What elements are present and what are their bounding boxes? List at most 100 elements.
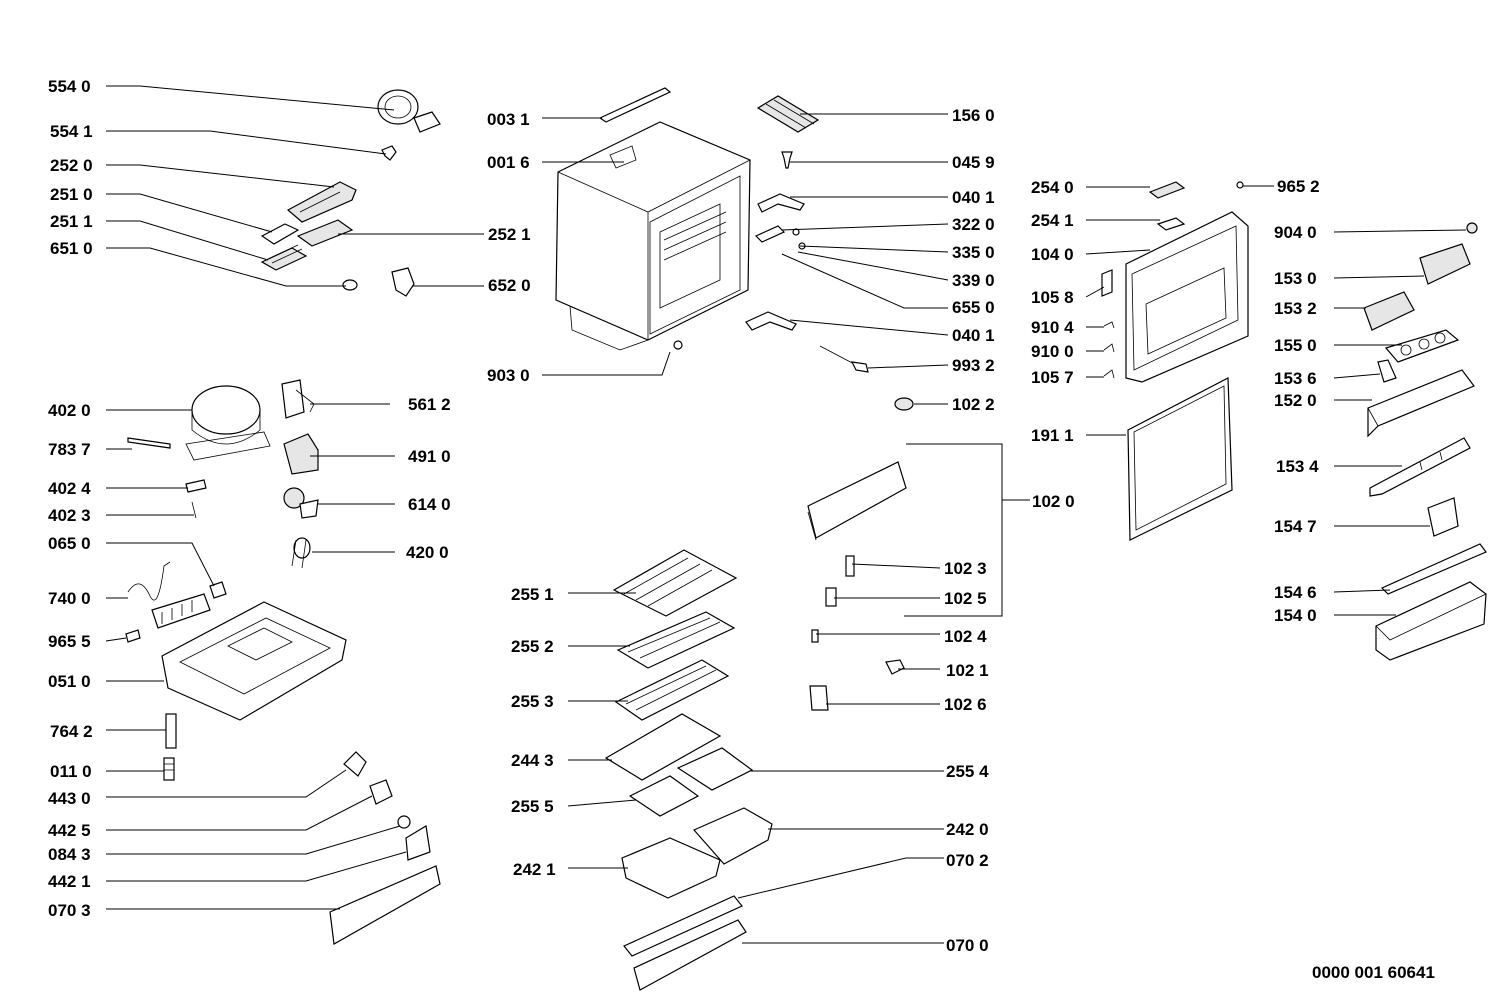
part-label: 764 2 [50,722,93,741]
part-label: 244 3 [511,751,554,770]
part-label: 655 0 [952,298,995,317]
part-label: 102 0 [1032,492,1075,511]
part-label: 339 0 [952,271,995,290]
clip-part-1021 [885,659,905,675]
leader-lines [105,85,1467,944]
bracket-part-1026 [809,685,829,711]
part-label: 561 2 [408,395,451,414]
part-label: 191 1 [1031,426,1074,445]
part-label: 252 1 [488,225,531,244]
part-label: 252 0 [50,156,93,175]
part-label: 102 4 [944,627,987,646]
part-label: 105 7 [1031,368,1074,387]
part-label: 442 1 [48,872,91,891]
screw-part-0459 [781,151,793,169]
foot-part-9030 [673,340,683,350]
part-label: 242 1 [513,860,556,879]
part-label: 251 0 [50,185,93,204]
part-label: 251 1 [50,212,93,231]
vegetable-drawer-part-2421 [621,837,721,899]
vegetable-drawer-part-2420 [693,807,773,865]
damper-part-7642 [165,713,177,749]
part-label: 255 5 [511,797,554,816]
part-label: 993 2 [952,356,995,375]
rivet-part-9652 [1236,181,1244,189]
part-label: 070 2 [946,851,989,870]
handle-part-1023 [845,555,855,577]
part-label: 255 4 [946,762,989,781]
part-label: 153 6 [1274,369,1317,388]
bottle-retainer-part [1369,437,1471,497]
shelf-clip-part-1536 [1377,359,1397,383]
part-label: 783 7 [48,440,91,459]
part-label: 051 0 [48,672,91,691]
door-bracket-part [1101,269,1113,297]
switch-plate-part [296,219,354,247]
egg-tray-part [1384,329,1460,363]
bar-part-1546 [1380,543,1487,595]
part-label: 554 1 [50,122,93,141]
bolt-part-0110 [163,757,175,781]
pipe-part-7837 [127,437,171,449]
base-tray-part-0510 [161,601,347,721]
thermostat-part [391,267,415,297]
part-label: 242 0 [946,820,989,839]
part-label: 154 6 [1274,583,1317,602]
part-label: 652 0 [488,276,531,295]
part-label: 084 3 [48,845,91,864]
condenser-part-7400 [127,561,211,629]
part-label: 614 0 [408,495,451,514]
part-label: 254 0 [1031,178,1074,197]
part-label: 070 3 [48,901,91,920]
part-label: 904 0 [1274,223,1317,242]
door-part [1125,211,1249,383]
door-handle-part [1148,181,1186,199]
clip-part-1024 [811,629,819,643]
fan-motor-part-4425 [369,779,393,805]
part-label: 001 6 [487,153,530,172]
sensor-cable-part [819,345,869,373]
part-label: 003 1 [487,110,530,129]
compressor-part [185,385,271,461]
screw-part-9655 [125,629,141,643]
door-gasket-part [1127,377,1233,541]
part-label: 104 0 [1031,245,1074,264]
hinge-part-0401-bottom [745,311,797,331]
part-label: 102 5 [944,589,987,608]
part-label: 965 5 [48,632,91,651]
bulb-part [342,279,358,291]
part-label: 065 0 [48,534,91,553]
part-label: 420 0 [406,543,449,562]
drawing-number: 0000 001 60641 [1312,963,1435,982]
part-label: 045 9 [952,153,995,172]
relay-part-5612 [281,379,315,419]
part-label: 011 0 [50,762,92,781]
shelf-part-2443 [604,713,722,781]
butter-lid-small-part [1363,291,1415,331]
glass-shelf-part-2551 [612,549,738,617]
part-label: 102 1 [946,661,989,680]
part-label: 491 0 [408,447,451,466]
part-label: 102 2 [952,395,995,414]
part-label: 903 0 [487,366,530,385]
part-label: 402 4 [48,479,91,498]
part-label: 156 0 [952,106,995,125]
part-label: 554 0 [48,77,91,96]
part-label: 965 2 [1277,177,1320,196]
bracket-part-4421 [405,825,431,861]
part-label: 154 0 [1274,606,1317,625]
part-label: 254 1 [1031,211,1074,230]
drawer-part-2555 [628,775,700,817]
part-label: 651 0 [50,239,93,258]
trim-part-0700 [633,919,747,991]
cabinet-part [555,87,751,351]
part-label: 740 0 [48,589,91,608]
overload-part-6140 [283,487,319,519]
part-label: 152 0 [1274,391,1317,410]
small-bin-part-1547 [1427,497,1459,537]
fan-ring-part [377,89,441,133]
knob-part-1022 [894,397,914,411]
small-screws-door [1103,321,1115,379]
part-label: 155 0 [1274,336,1317,355]
relay-cover-part-4910 [283,433,319,475]
